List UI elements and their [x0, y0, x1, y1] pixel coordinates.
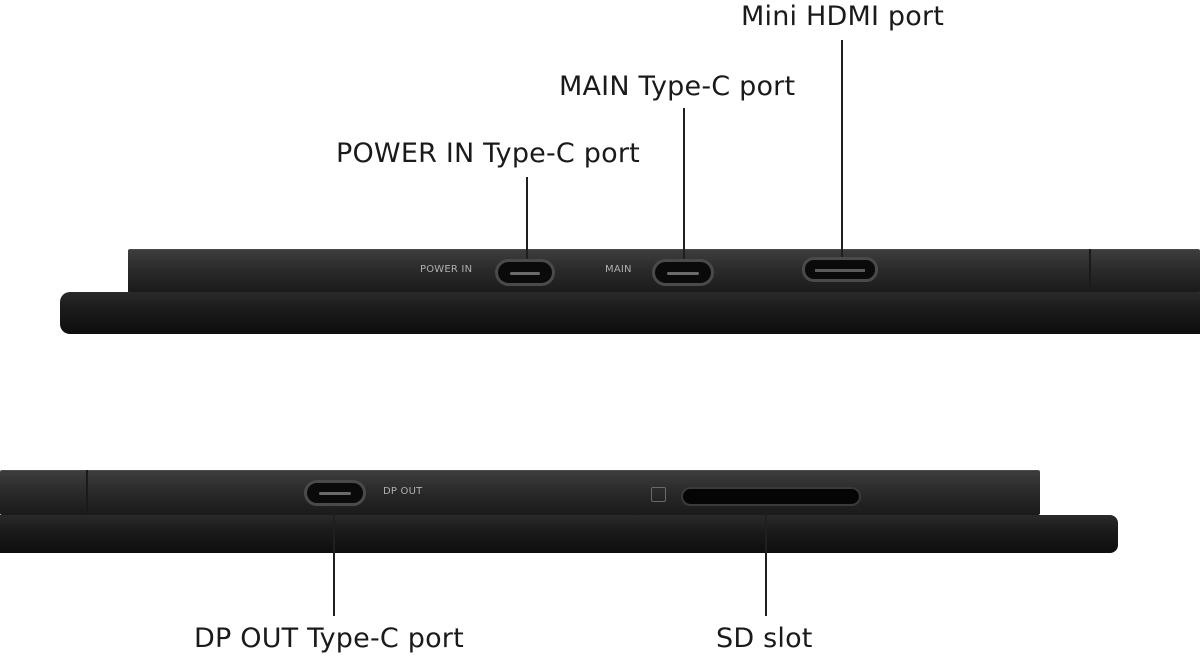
main-type-c-label: MAIN Type-C port: [559, 71, 796, 102]
power-in-type-c-leader: [526, 177, 528, 259]
bottom-device-seam: [86, 470, 88, 515]
power-in-type-c-label: POWER IN Type-C port: [336, 138, 640, 169]
power-in-type-c-port: [495, 259, 555, 286]
main-marking: MAIN: [605, 264, 632, 275]
dp-out-type-c-port: [304, 480, 366, 506]
dp-out-type-c-label: DP OUT Type-C port: [194, 623, 464, 654]
top-device-seam: [1089, 249, 1091, 293]
sd-card-slot: [681, 487, 861, 506]
sd-slot-leader: [765, 506, 767, 616]
sd-slot-label: SD slot: [716, 623, 813, 654]
mini-hdmi-port: [802, 257, 878, 282]
bottom-device-panel: [0, 515, 1118, 553]
sd-card-icon: [651, 487, 666, 502]
dp-out-marking: DP OUT: [383, 486, 423, 497]
mini-hdmi-label: Mini HDMI port: [741, 1, 945, 32]
bottom-device-shell: [0, 470, 1040, 515]
power-in-marking: POWER IN: [420, 264, 473, 275]
dp-out-type-c-leader: [333, 506, 335, 616]
mini-hdmi-leader: [841, 40, 843, 257]
main-type-c-port: [652, 259, 714, 286]
main-type-c-leader: [683, 108, 685, 259]
top-device-panel: [60, 292, 1200, 334]
